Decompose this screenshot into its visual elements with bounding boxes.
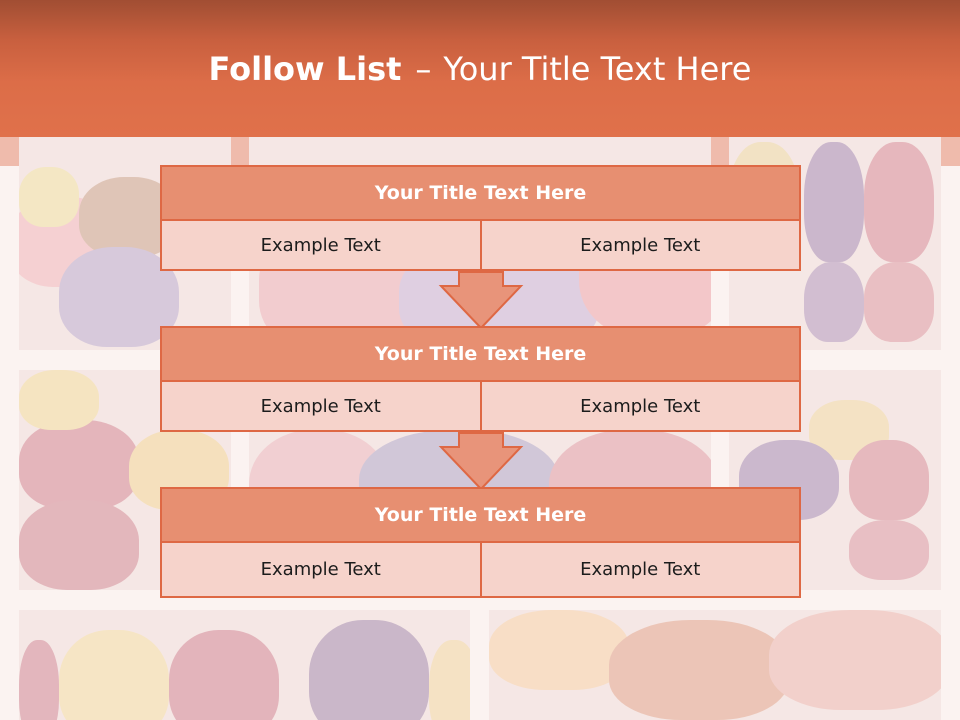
block-cell-right: Example Text (481, 221, 801, 271)
photo-tile (19, 610, 470, 720)
block-title: Your Title Text Here (160, 487, 801, 543)
flow-block-1: Your Title Text Here Example Text Exampl… (160, 165, 801, 271)
block-cell-left: Example Text (160, 221, 482, 271)
photo-tile (489, 610, 941, 720)
slide-header: Follow List – Your Title Text Here (0, 0, 960, 137)
title-bold: Follow List (208, 49, 402, 88)
block-cell-right: Example Text (481, 382, 801, 432)
title-separator: – (415, 49, 432, 88)
block-title: Your Title Text Here (160, 165, 801, 221)
down-arrow-icon (438, 271, 524, 330)
block-cell-right: Example Text (481, 543, 801, 598)
title-text: Your Title Text Here (443, 49, 752, 88)
flow-block-3: Your Title Text Here Example Text Exampl… (160, 487, 801, 598)
flow-block-2: Your Title Text Here Example Text Exampl… (160, 326, 801, 432)
block-cell-left: Example Text (160, 382, 482, 432)
block-cell-left: Example Text (160, 543, 482, 598)
block-title: Your Title Text Here (160, 326, 801, 382)
down-arrow-icon (438, 432, 524, 491)
